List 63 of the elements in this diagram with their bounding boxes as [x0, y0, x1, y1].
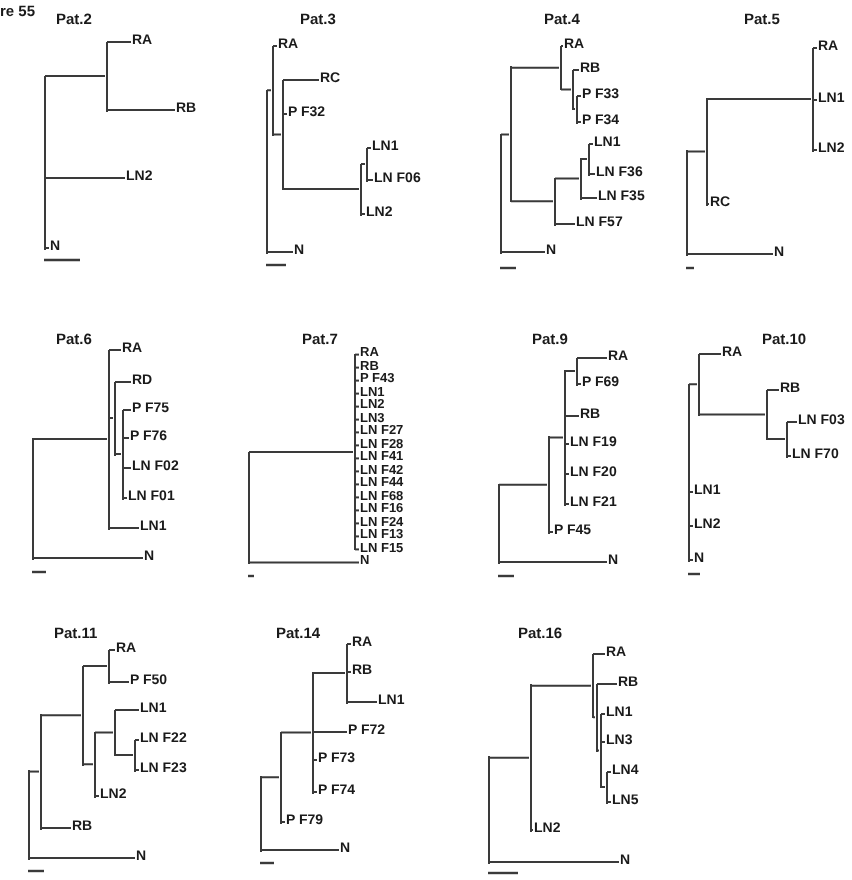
horizontal-branch	[248, 561, 360, 564]
horizontal-branch	[766, 438, 786, 440]
horizontal-branch	[554, 177, 580, 180]
horizontal-branch	[592, 653, 606, 655]
horizontal-branch	[530, 684, 592, 687]
horizontal-branch	[354, 548, 360, 551]
horizontal-branch	[560, 88, 572, 91]
horizontal-branch	[40, 827, 72, 829]
horizontal-branch	[32, 438, 108, 440]
horizontal-branch	[266, 251, 294, 253]
horizontal-branch	[510, 200, 554, 203]
horizontal-branch	[108, 527, 140, 529]
horizontal-branch	[108, 649, 116, 651]
horizontal-branch	[282, 188, 360, 190]
horizontal-branch	[698, 353, 722, 355]
horizontal-branch	[580, 197, 598, 199]
horizontal-branch	[266, 89, 272, 92]
horizontal-branch	[548, 436, 564, 439]
horizontal-branch	[44, 177, 126, 179]
horizontal-branch	[786, 421, 798, 423]
horizontal-branch	[688, 383, 698, 386]
horizontal-branch	[498, 483, 548, 486]
horizontal-branch	[488, 756, 530, 759]
horizontal-branch	[122, 409, 132, 411]
horizontal-branch	[686, 253, 774, 255]
horizontal-branch	[28, 857, 136, 859]
horizontal-branch	[498, 561, 608, 563]
horizontal-branch	[106, 109, 176, 111]
horizontal-branch	[698, 413, 766, 416]
horizontal-branch	[260, 849, 340, 851]
horizontal-branch	[706, 98, 812, 100]
horizontal-branch	[32, 557, 144, 559]
horizontal-branch	[44, 75, 106, 77]
horizontal-branch	[28, 770, 40, 773]
horizontal-branch	[766, 389, 780, 391]
horizontal-branch	[554, 223, 576, 225]
horizontal-branch	[114, 754, 134, 756]
horizontal-branch	[248, 451, 354, 453]
horizontal-branch	[564, 415, 580, 417]
horizontal-branch	[114, 709, 140, 711]
horizontal-branch	[82, 763, 94, 766]
horizontal-branch	[354, 353, 360, 356]
horizontal-branch	[564, 370, 576, 372]
horizontal-branch	[686, 150, 706, 153]
horizontal-branch	[572, 69, 580, 71]
horizontal-branch	[40, 714, 82, 717]
horizontal-branch	[510, 66, 560, 69]
horizontal-branch	[312, 731, 348, 733]
horizontal-branch	[488, 861, 620, 863]
horizontal-branch	[500, 251, 546, 253]
horizontal-branch	[108, 349, 122, 351]
horizontal-branch	[576, 357, 608, 359]
horizontal-branch	[94, 731, 114, 734]
horizontal-branch	[312, 672, 346, 674]
horizontal-branch	[106, 41, 132, 43]
horizontal-branch	[114, 381, 132, 383]
horizontal-branch	[280, 731, 312, 734]
horizontal-branch	[108, 681, 130, 683]
horizontal-branch	[346, 701, 378, 703]
horizontal-branch	[596, 683, 618, 685]
horizontal-branch	[282, 79, 320, 81]
horizontal-branch	[82, 665, 108, 667]
horizontal-branch	[260, 776, 280, 779]
